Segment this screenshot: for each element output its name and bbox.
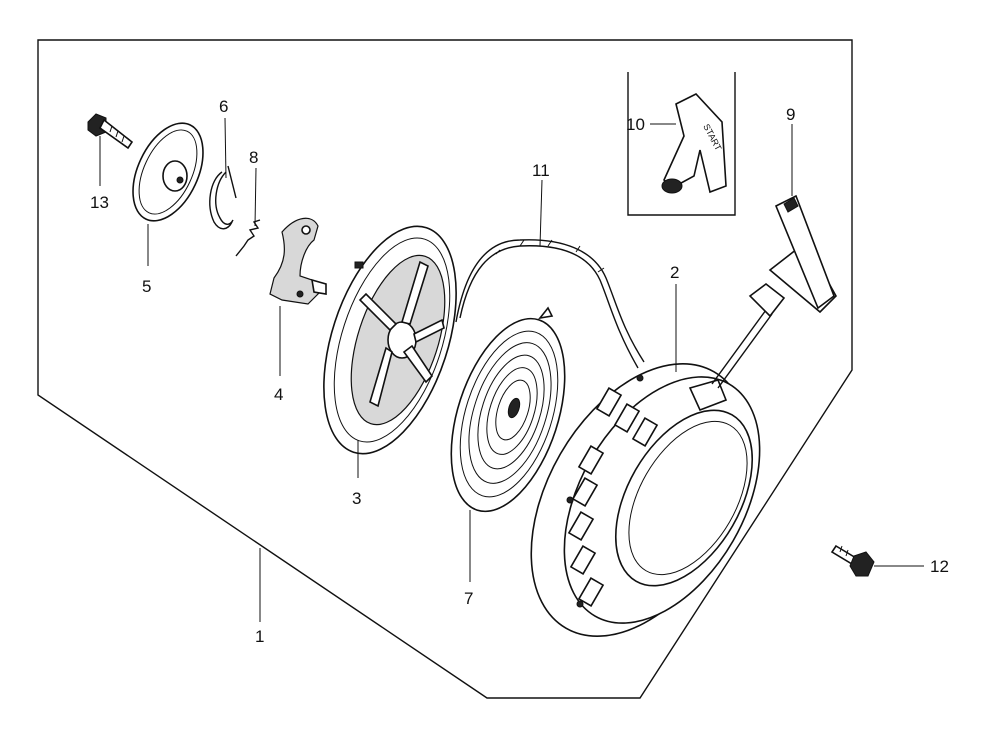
bolt-13 [87, 113, 134, 150]
callout-2: 2 [670, 263, 679, 282]
callout-3: 3 [352, 489, 361, 508]
callout-4: 4 [274, 385, 283, 404]
assembly-boundary [37, 39, 853, 699]
callout-1: 1 [255, 627, 264, 646]
starter-rope-11 [455, 239, 645, 369]
callout-5: 5 [142, 277, 151, 296]
inset-box [627, 72, 736, 216]
ratchet-4 [269, 217, 327, 305]
callout-11: 11 [532, 161, 550, 180]
pulley-plate-5 [132, 122, 204, 222]
callout-12: 12 [930, 557, 949, 576]
starter-case-2 [530, 363, 761, 637]
leader-lines [99, 117, 924, 622]
starter-grip-9 [711, 194, 837, 389]
callout-7: 7 [464, 589, 473, 608]
flange-bolt-12 [830, 544, 875, 577]
handle-10: START [661, 93, 727, 194]
callout-9: 9 [786, 105, 795, 124]
recoil-spring-7 [450, 306, 566, 513]
callout-13: 13 [90, 193, 109, 212]
small-spring-8 [235, 219, 261, 257]
callout-8: 8 [249, 148, 258, 167]
clip-spring-6 [209, 165, 237, 230]
callout-10: 10 [626, 115, 645, 134]
callout-6: 6 [219, 97, 228, 116]
reel-3 [323, 225, 457, 455]
